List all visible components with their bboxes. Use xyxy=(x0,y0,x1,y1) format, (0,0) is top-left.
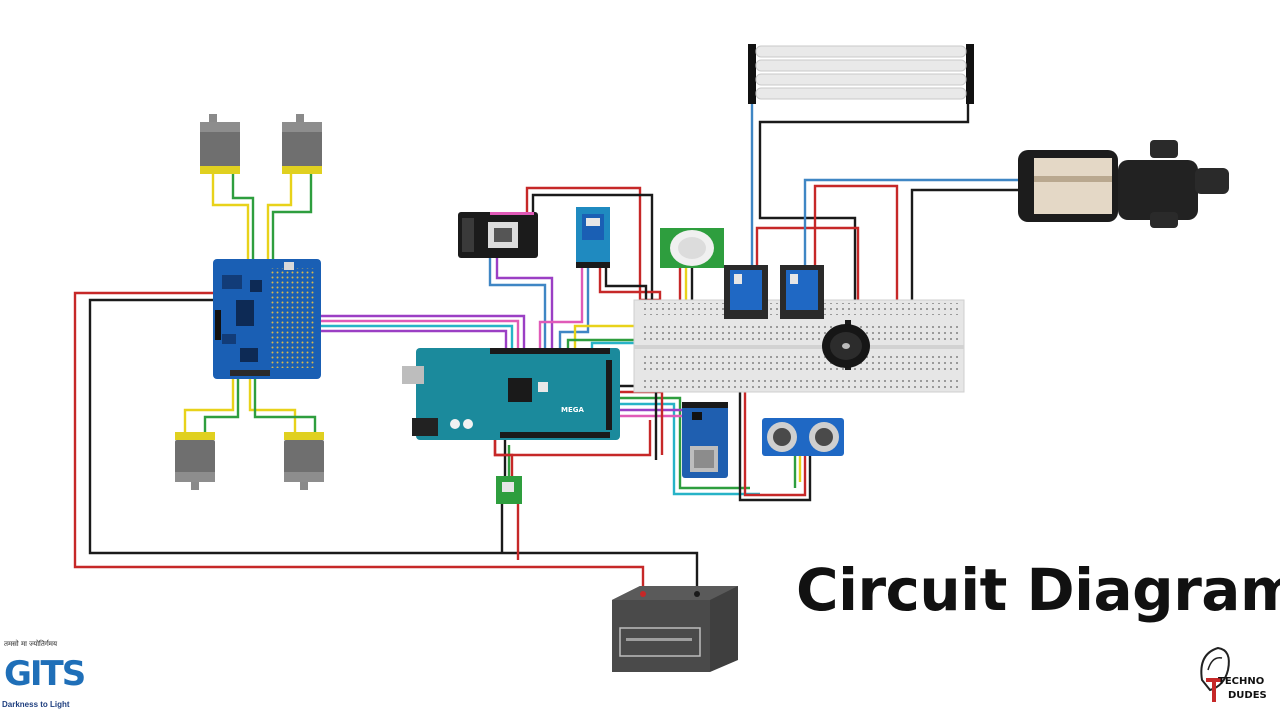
wire-us-red xyxy=(743,378,807,497)
bluetooth-module xyxy=(576,207,610,268)
light-tubes xyxy=(748,44,974,104)
pir-sensor xyxy=(660,228,724,268)
wire-relay2-red xyxy=(813,184,899,305)
camera-module xyxy=(458,212,538,258)
mega-board-label: MEGA xyxy=(561,406,584,414)
logo-tagline: तमसो मा ज्योतिर्गमय xyxy=(4,640,58,648)
wire-black-battery-shield xyxy=(88,298,699,593)
battery-positive-terminal xyxy=(640,591,646,597)
wire-motor4-b xyxy=(253,378,317,432)
wire-bt-black xyxy=(604,268,648,302)
ultrasonic-sensor xyxy=(762,418,844,456)
dc-motor-bottom-left xyxy=(175,432,215,490)
wire-motor3-b xyxy=(203,378,240,432)
techno-dudes-emblem-icon xyxy=(1200,646,1230,702)
wire-relay2-blue xyxy=(803,178,1018,268)
dc-motor-bottom-right xyxy=(284,432,324,490)
wire-us-black xyxy=(738,385,812,502)
wire-bt-red xyxy=(598,268,662,302)
wire-mega-sd-2 xyxy=(620,402,760,496)
logo-line-1: TECHNO xyxy=(1218,676,1265,687)
wire-motor1-a xyxy=(211,172,250,262)
wire-motor2-b xyxy=(271,172,313,262)
wire-shield-mega-3 xyxy=(320,324,514,352)
dc-motor-top-left xyxy=(200,114,240,174)
gits-logo: तमसो मा ज्योतिर्गमय GITS Darkness to Lig… xyxy=(2,640,86,720)
wire-mega-sd-1 xyxy=(620,396,750,490)
relay-module-2 xyxy=(780,265,824,319)
relay-module-1 xyxy=(724,265,768,319)
sd-card-module xyxy=(682,402,728,478)
wire-shield-mega-2 xyxy=(320,319,520,352)
logo-slogan: Darkness to Light xyxy=(2,700,70,709)
water-pump xyxy=(1018,140,1229,228)
wire-shield-mega-4 xyxy=(320,329,508,352)
battery-negative-terminal xyxy=(694,591,700,597)
wire-cam-purple xyxy=(495,258,554,352)
wire-motor2-a xyxy=(266,172,293,262)
wire-red-battery-shield xyxy=(73,291,645,593)
wire-motor3-a xyxy=(183,378,235,432)
wire-motor1-b xyxy=(231,172,255,262)
wire-motor4-a xyxy=(248,378,297,432)
logo-mark: GITS xyxy=(4,654,86,694)
wire-relay1-red xyxy=(755,226,860,305)
buzzer xyxy=(822,320,870,370)
motor-driver-shield xyxy=(213,259,321,379)
voltage-regulator xyxy=(496,476,522,504)
wire-mega-bottom-red xyxy=(493,420,652,457)
wire-shield-mega-1 xyxy=(320,314,526,352)
logo-line-2: DUDES xyxy=(1228,690,1267,701)
wire-cam-blue xyxy=(488,258,547,352)
techno-dudes-logo: TECHNO DUDES xyxy=(1188,640,1272,714)
battery xyxy=(612,586,738,672)
wire-pump-black xyxy=(910,188,1018,305)
diagram-title: Circuit Diagram xyxy=(796,556,1280,624)
arduino-mega-board: MEGA xyxy=(402,348,620,440)
wire-bt-pink xyxy=(538,268,584,352)
dc-motor-top-right xyxy=(282,114,322,174)
wire-light-black xyxy=(758,95,970,305)
